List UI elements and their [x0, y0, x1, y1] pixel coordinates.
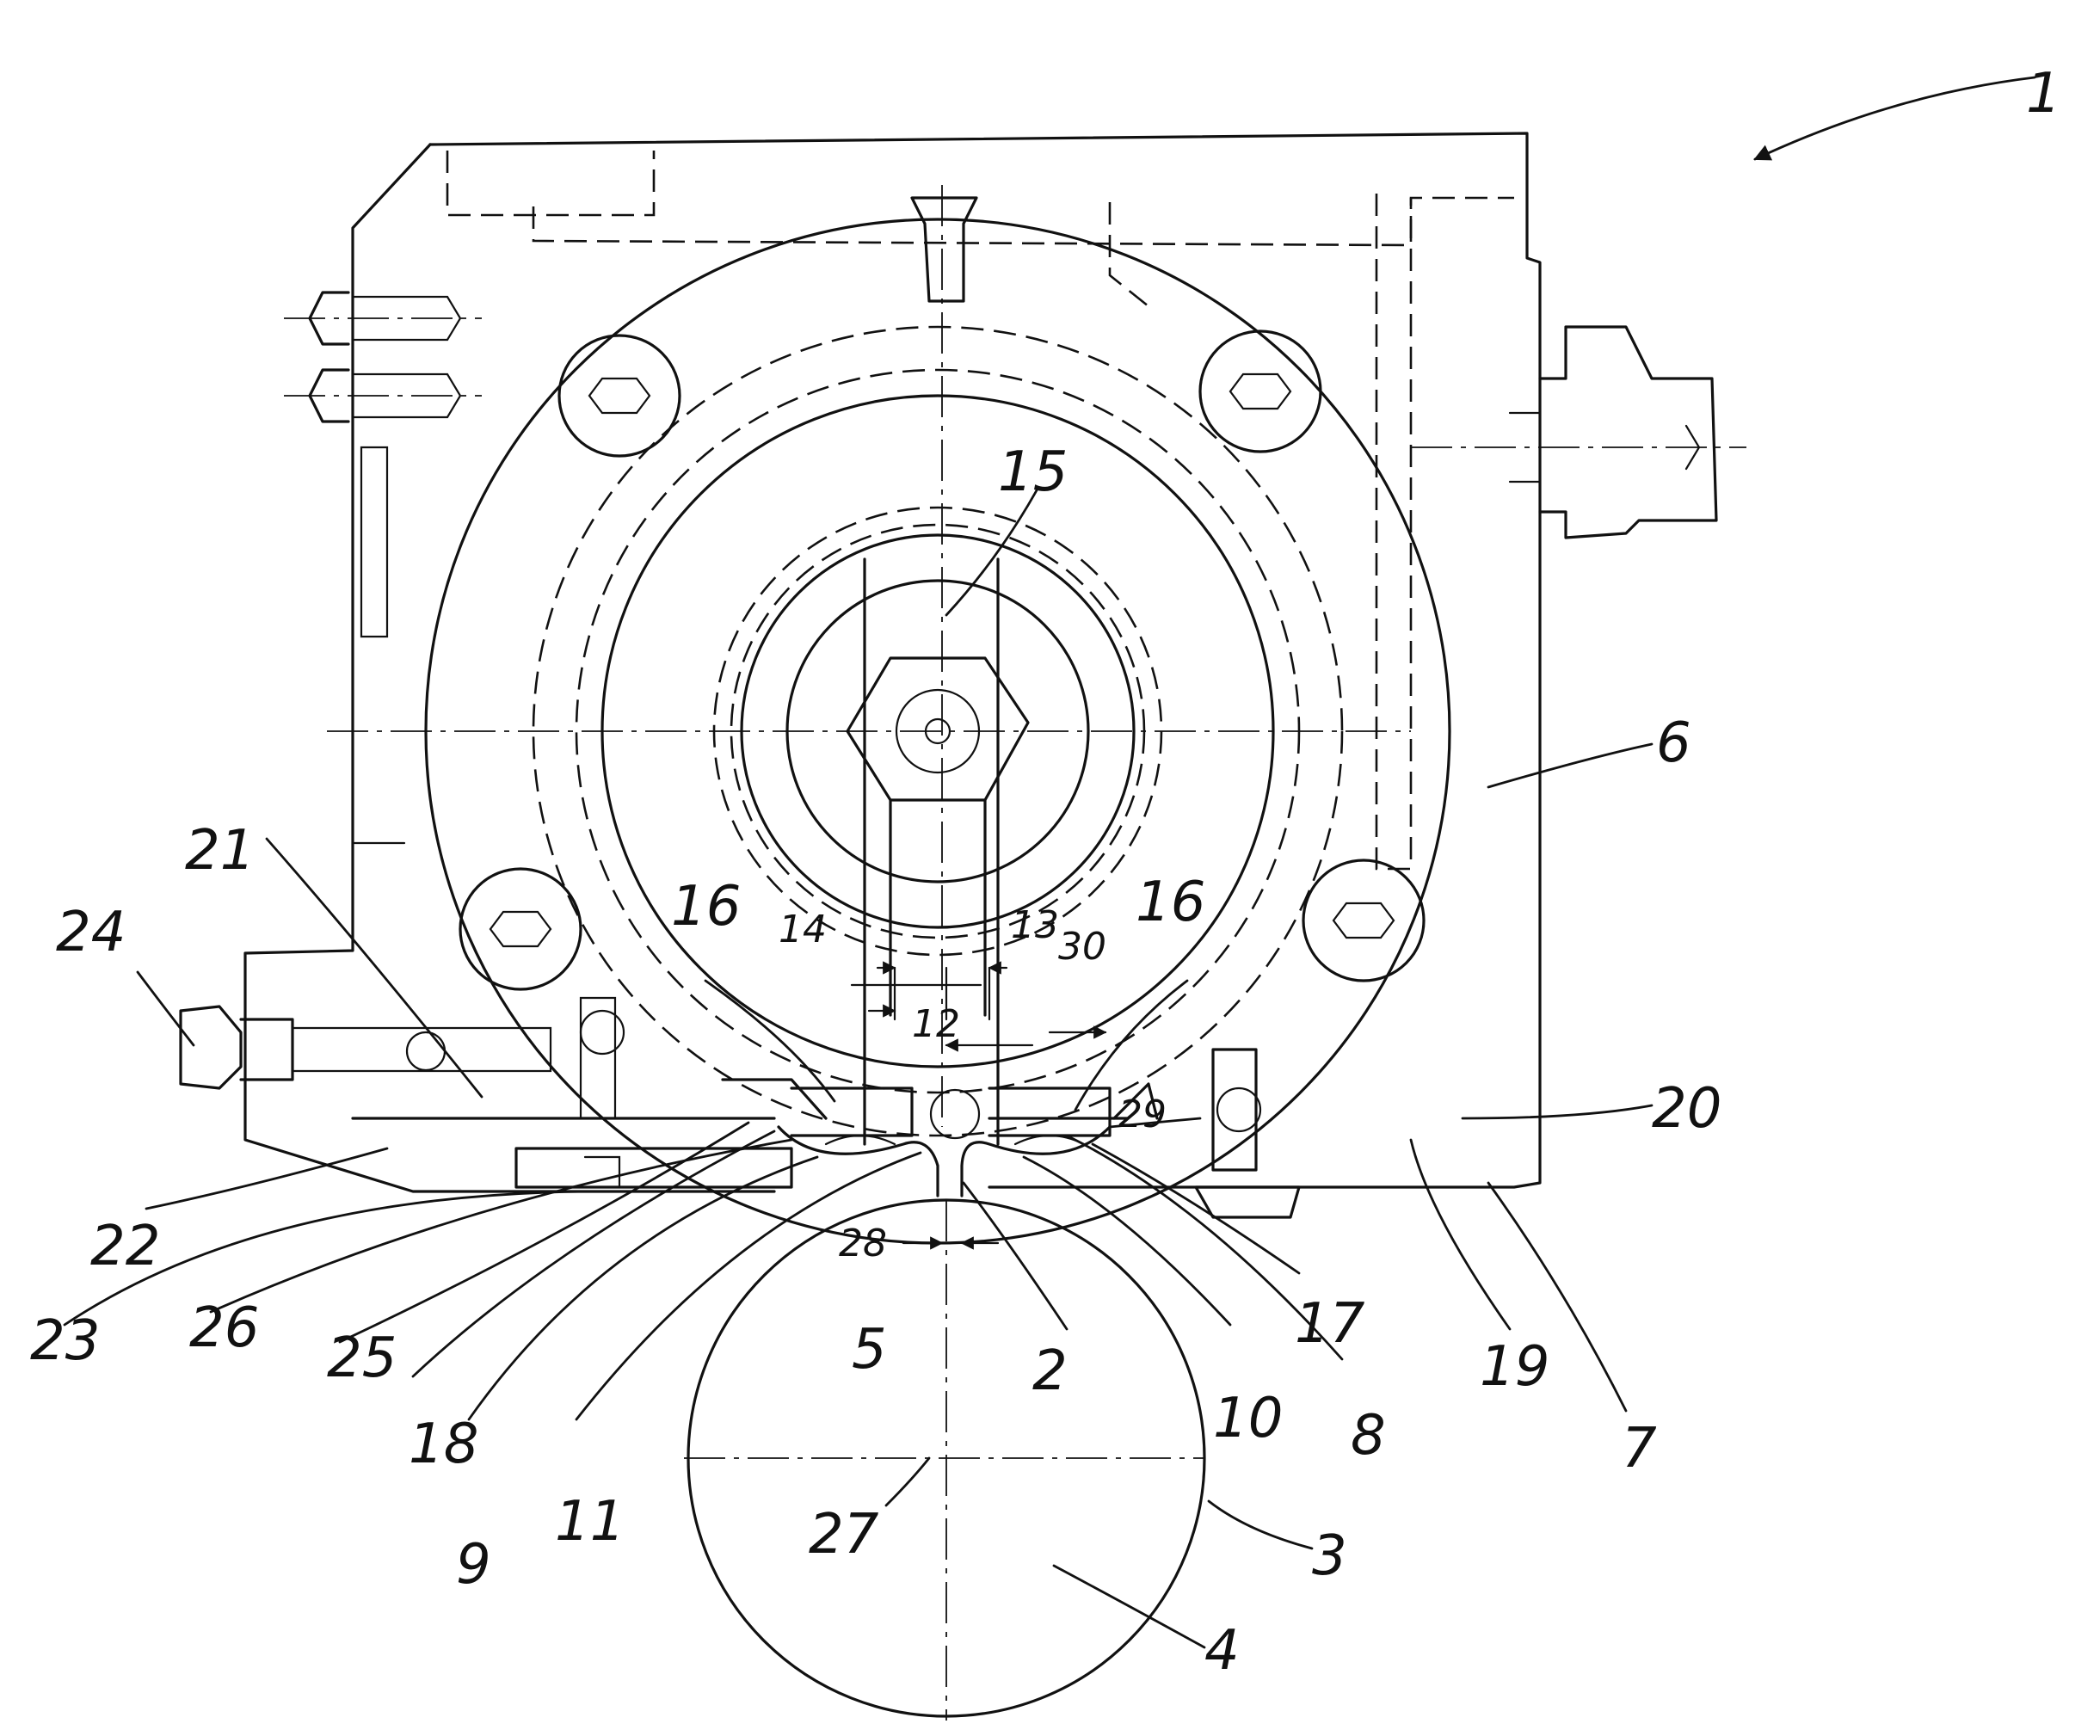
label-2: 2 [1032, 1339, 1068, 1403]
housing-body [245, 133, 1540, 1191]
label-17: 17 [1295, 1292, 1365, 1356]
label-21: 21 [185, 819, 255, 883]
label-16b: 16 [1136, 871, 1205, 934]
label-10: 10 [1213, 1387, 1283, 1450]
label-4: 4 [1204, 1619, 1240, 1683]
label-14: 14 [779, 908, 827, 951]
label-20: 20 [1652, 1077, 1721, 1141]
label-22: 22 [90, 1215, 160, 1278]
label-29: 29 [1118, 1093, 1167, 1136]
label-3: 3 [1312, 1524, 1347, 1588]
label-8: 8 [1351, 1404, 1386, 1468]
bolt-top-left [559, 336, 680, 456]
bolt-bottom-right [1303, 860, 1424, 981]
bolt-bottom-left [460, 869, 581, 989]
label-26: 26 [189, 1296, 259, 1360]
label-18: 18 [409, 1413, 478, 1476]
bolt-top-right [1200, 331, 1321, 452]
label-1: 1 [2026, 62, 2061, 126]
label-28: 28 [839, 1222, 887, 1265]
label-16a: 16 [671, 875, 741, 939]
label-19: 19 [1480, 1335, 1549, 1399]
label-9: 9 [456, 1533, 491, 1597]
label-27: 27 [809, 1503, 879, 1567]
label-11: 11 [555, 1490, 625, 1554]
label-15: 15 [998, 440, 1068, 504]
label-24: 24 [56, 901, 126, 964]
die-nozzle [779, 1088, 1110, 1196]
right-connector [1411, 327, 1746, 538]
roller [684, 1200, 1204, 1721]
leader-lines [65, 77, 2035, 1647]
label-30: 30 [1058, 925, 1106, 969]
label-5: 5 [852, 1318, 887, 1382]
label-23: 23 [30, 1309, 100, 1373]
label-7: 7 [1622, 1417, 1657, 1481]
label-12: 12 [912, 1002, 960, 1046]
adjustment-screw [181, 998, 624, 1118]
rotor-assembly [327, 185, 1450, 1243]
label-13: 13 [1011, 903, 1059, 947]
label-6: 6 [1656, 711, 1691, 775]
label-25: 25 [327, 1327, 397, 1390]
left-studs [284, 292, 482, 422]
reference-labels: 1 2 3 4 5 6 7 8 9 10 11 12 13 14 15 16 1… [30, 62, 2061, 1683]
